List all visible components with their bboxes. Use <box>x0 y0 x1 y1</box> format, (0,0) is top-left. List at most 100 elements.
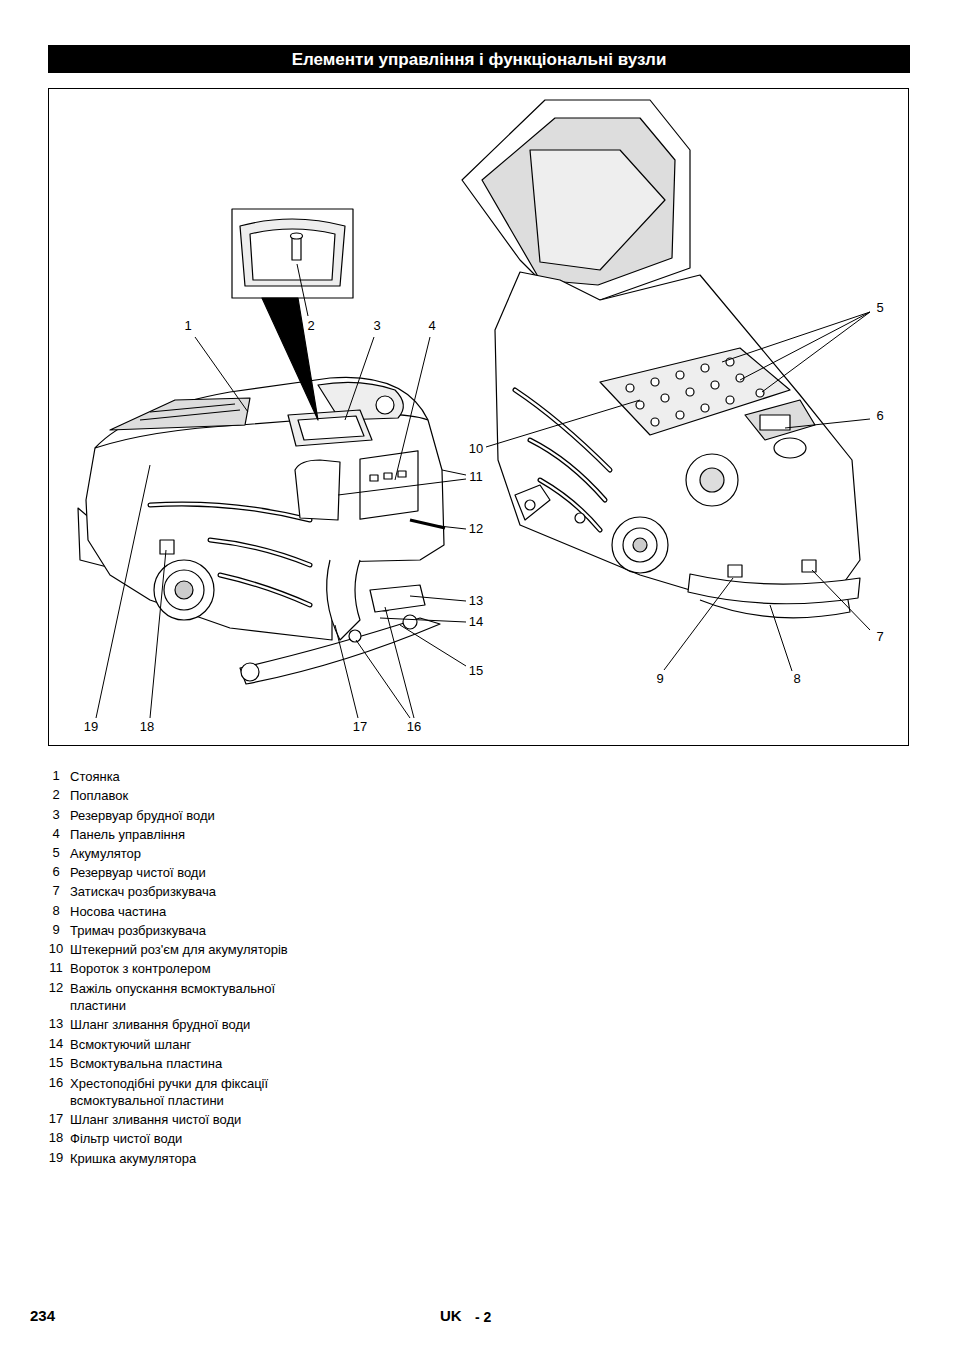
drawing-rect <box>360 451 418 519</box>
drawing-rect <box>292 236 301 260</box>
item-name: Резервуар чистої води <box>70 864 310 881</box>
drawing-circle <box>651 418 659 426</box>
item-number: 8 <box>52 903 59 919</box>
drawing-path <box>297 264 308 316</box>
callout-number: 11 <box>468 469 484 485</box>
drawing-path <box>395 337 430 480</box>
drawing-circle <box>241 663 259 681</box>
drawing-path <box>462 100 690 300</box>
drawing-circle <box>701 404 709 412</box>
item-number: 3 <box>52 807 59 823</box>
callout-number: 5 <box>875 300 884 316</box>
drawing-path <box>150 504 310 520</box>
drawing-circle <box>686 388 694 396</box>
callout-number: 16 <box>406 719 422 735</box>
drawing-path <box>664 578 733 670</box>
drawing-circle <box>154 560 214 620</box>
drawing-rect <box>370 475 378 481</box>
drawing-path <box>515 485 550 520</box>
drawing-g <box>626 358 764 426</box>
callout-number: 6 <box>875 408 884 424</box>
drawing-circle <box>612 517 668 573</box>
drawing-path <box>356 607 414 718</box>
drawing-path <box>195 337 248 412</box>
item-number: 1 <box>52 768 59 784</box>
item-name: Шланг зливання чистої води <box>70 1111 310 1128</box>
drawing-circle <box>525 500 535 510</box>
leader-lines <box>96 264 870 718</box>
item-name: Всмоктувальна пластина <box>70 1055 310 1072</box>
drawing-rect <box>384 473 392 479</box>
drawing-circle <box>175 581 193 599</box>
page-footer: UK <box>440 1308 462 1324</box>
drawing-circle <box>676 411 684 419</box>
drawing-path <box>600 348 790 435</box>
drawing-path <box>688 574 860 604</box>
item-name: Штекерний роз'єм для акумуляторів <box>70 941 310 958</box>
drawing-path <box>298 416 364 440</box>
item-number: 15 <box>49 1055 63 1071</box>
callout-number: 15 <box>468 663 484 679</box>
item-name: Поплавок <box>70 787 310 804</box>
drawing-path <box>210 540 310 565</box>
drawing-circle <box>626 384 634 392</box>
drawing-path <box>530 150 665 270</box>
item-number: 17 <box>49 1111 63 1127</box>
item-name: Кришка акумулятора <box>70 1150 310 1167</box>
item-name: Носова частина <box>70 903 310 920</box>
drawing-path <box>400 625 466 666</box>
drawing-circle <box>676 371 684 379</box>
item-number: 14 <box>49 1036 63 1052</box>
page-footer: 234 <box>30 1308 55 1324</box>
item-name: Акумулятор <box>70 845 310 862</box>
drawing-circle <box>164 570 204 610</box>
drawing-circle <box>633 538 647 552</box>
item-number: 19 <box>49 1150 63 1166</box>
drawing-circle <box>636 401 644 409</box>
drawing-path <box>410 596 466 601</box>
drawing-g <box>78 100 860 684</box>
callout-number: 13 <box>468 593 484 609</box>
item-number: 9 <box>52 922 59 938</box>
drawing-circle <box>701 364 709 372</box>
callout-number: 10 <box>468 441 484 457</box>
drawing-path <box>96 465 150 718</box>
drawing-path <box>700 600 850 618</box>
callout-number: 4 <box>427 318 436 334</box>
drawing-path <box>430 525 466 529</box>
drawing-circle <box>575 513 585 523</box>
drawing-path <box>338 470 466 495</box>
callout-number: 17 <box>352 719 368 735</box>
item-number: 6 <box>52 864 59 880</box>
item-number: 10 <box>49 941 63 957</box>
drawing-path <box>745 400 815 440</box>
item-number: 5 <box>52 845 59 861</box>
drawing-path <box>785 419 870 428</box>
item-name: Важіль опускання всмоктувальної пластини <box>70 980 310 1014</box>
drawing-circle <box>349 630 361 642</box>
callout-number: 3 <box>372 318 381 334</box>
callout-number: 1 <box>183 318 192 334</box>
drawing-path <box>540 480 600 530</box>
drawing-path <box>486 400 640 447</box>
drawing-path <box>540 480 600 530</box>
item-name: Вороток з контролером <box>70 960 310 977</box>
callout-number: 8 <box>792 671 801 687</box>
drawing-path <box>110 398 250 430</box>
drawing-rect <box>728 565 742 577</box>
drawing-path <box>380 618 466 622</box>
drawing-ellipse <box>291 233 303 239</box>
item-number: 4 <box>52 826 59 842</box>
item-number: 16 <box>49 1075 63 1091</box>
item-number: 11 <box>49 960 63 976</box>
drawing-path <box>240 219 345 286</box>
drawing-path <box>288 410 372 446</box>
drawing-circle <box>376 396 394 414</box>
callout-number: 9 <box>655 671 664 687</box>
item-name: Стоянка <box>70 768 310 785</box>
item-name: Всмоктуючий шланг <box>70 1036 310 1053</box>
drawing-circle <box>686 454 738 506</box>
drawing-path <box>86 377 444 640</box>
drawing-rect <box>160 540 174 554</box>
item-number: 12 <box>49 980 63 996</box>
